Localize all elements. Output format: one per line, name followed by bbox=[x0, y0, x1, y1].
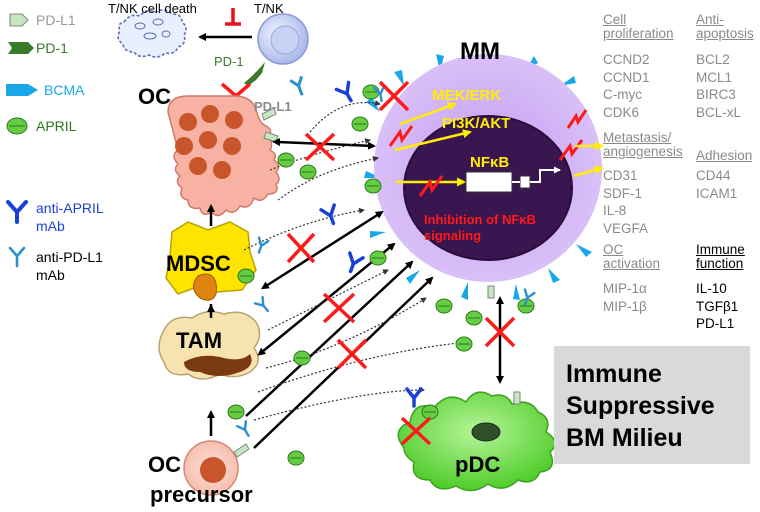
adhesion-title-line-1: Adhesion bbox=[696, 148, 753, 163]
gene-tgfb1: TGFβ1 bbox=[696, 298, 739, 314]
mm-label: MM bbox=[460, 38, 500, 65]
gene-cd31: CD31 bbox=[603, 168, 638, 183]
pd1-label: PD-1 bbox=[214, 54, 244, 69]
tam-label: TAM bbox=[176, 328, 223, 353]
oc-precursor-cell bbox=[183, 440, 250, 496]
cell-proliferation-genes: CCND2 CCND1 C-myc CDK6 bbox=[603, 51, 650, 121]
cell-proliferation-title-line-1: Cell bbox=[603, 12, 627, 27]
gene-mip-1b: MIP-1β bbox=[603, 298, 647, 314]
anti-apoptosis-genes: BCL2 MCL1 BIRC3 BCL-xL bbox=[696, 51, 741, 121]
anti-pdl1-mabs bbox=[235, 85, 536, 437]
gene-c-myc: C-myc bbox=[603, 87, 642, 103]
legend-bcma-label: BCMA bbox=[44, 82, 85, 98]
gene-vegfa: VEGFA bbox=[603, 220, 649, 236]
gene-mip-1a: MIP-1α bbox=[603, 281, 647, 296]
immune-function-title-line-1: Immune bbox=[696, 242, 745, 257]
gene-ccnd2: CCND2 bbox=[603, 52, 650, 67]
anti-apoptosis-title-line-2: apoptosis bbox=[696, 26, 754, 42]
oc-label: OC bbox=[138, 84, 171, 109]
immune-function-genes: IL-10 TGFβ1 PD-L1 bbox=[696, 280, 738, 333]
gene-pd-l1: PD-L1 bbox=[696, 316, 735, 332]
cell-proliferation-title-line-2: proliferation bbox=[603, 26, 674, 42]
oc-precursor-label-2: precursor bbox=[150, 482, 253, 507]
block-x-marks bbox=[286, 80, 516, 446]
gene-cdk6: CDK6 bbox=[603, 104, 640, 120]
tnk-label: T/NK bbox=[254, 1, 284, 16]
pathway-pi3k-akt: PI3K/AKT bbox=[442, 115, 511, 132]
metastasis-title-line-2: angiogenesis bbox=[603, 144, 683, 160]
milieu-line-3: BM Milieu bbox=[566, 424, 683, 452]
adhesion-genes: CD44 ICAM1 bbox=[696, 167, 737, 202]
immune-function-title: Immune function bbox=[696, 242, 745, 272]
metastasis-genes: CD31 SDF-1 IL-8 VEGFA bbox=[603, 167, 648, 237]
pdc-label: pDC bbox=[455, 452, 501, 477]
oc-precursor-label-1: OC bbox=[148, 452, 181, 477]
tnk-death-label: T/NK cell death bbox=[108, 1, 197, 16]
anti-apoptosis-title-line-1: Anti- bbox=[696, 12, 724, 27]
anti-april-mabs bbox=[319, 80, 423, 408]
gene-il-8: IL-8 bbox=[603, 203, 627, 219]
legend-anti-pdl1-label-1: anti-PD-L1 bbox=[36, 249, 103, 265]
gene-ccnd1: CCND1 bbox=[603, 69, 650, 85]
pd-1-legend-icon bbox=[8, 42, 34, 54]
nfkb-label: NFκB bbox=[470, 154, 510, 171]
tnk-cell bbox=[257, 13, 309, 65]
metastasis-title-line-1: Metastasis/ bbox=[603, 130, 672, 145]
pd1-receptor bbox=[244, 62, 265, 86]
oc-activation-title: OC activation bbox=[603, 242, 661, 272]
gene-icam1: ICAM1 bbox=[696, 185, 738, 201]
anti-apoptosis-title: Anti- apoptosis bbox=[696, 12, 754, 42]
mdsc-cell bbox=[165, 221, 257, 301]
cell-proliferation-title: Cell proliferation bbox=[603, 12, 674, 42]
gene-bcl-xl: BCL-xL bbox=[696, 104, 742, 120]
oc-activation-genes: MIP-1α MIP-1β bbox=[603, 280, 647, 315]
oc-cell bbox=[167, 95, 280, 217]
legend-pd-1-label: PD-1 bbox=[36, 40, 68, 56]
gene-bcl2: BCL2 bbox=[696, 52, 730, 67]
nfkb-inhibition-label-2: signaling bbox=[424, 228, 482, 243]
pd1-inhibition-mark bbox=[225, 8, 241, 26]
legend-april-label: APRIL bbox=[36, 118, 77, 134]
gene-birc3: BIRC3 bbox=[696, 87, 736, 103]
gene-il-10: IL-10 bbox=[696, 281, 727, 296]
pd-l1-legend-icon bbox=[9, 13, 29, 27]
adhesion-title: Adhesion bbox=[696, 148, 753, 163]
april-molecules bbox=[227, 84, 535, 466]
oc-activation-title-line-1: OC bbox=[603, 242, 624, 257]
immune-function-title-line-2: function bbox=[696, 256, 744, 272]
tam-cell bbox=[158, 311, 261, 380]
mdsc-label: MDSC bbox=[166, 251, 231, 276]
bcma-legend-icon bbox=[6, 84, 38, 96]
legend-anti-april-label-1: anti-APRIL bbox=[36, 200, 104, 216]
legend-anti-pdl1-label-2: mAb bbox=[36, 267, 65, 283]
pathway-mek-erk: MEK/ERK bbox=[432, 87, 502, 104]
april-legend-icon bbox=[6, 117, 28, 135]
milieu-line-1: Immune bbox=[566, 360, 662, 388]
gene-cd44: CD44 bbox=[696, 168, 731, 183]
anti-pdl1-legend-icon bbox=[8, 246, 26, 268]
milieu-text: Immune Suppressive BM Milieu bbox=[566, 358, 715, 454]
anti-april-legend-icon bbox=[6, 200, 28, 224]
metastasis-title: Metastasis/ angiogenesis bbox=[603, 130, 683, 160]
oc-activation-title-line-2: activation bbox=[603, 256, 661, 272]
gene-sdf-1: SDF-1 bbox=[603, 185, 643, 201]
nfkb-inhibition-label-1: Inhibition of NFκB bbox=[424, 212, 536, 227]
tnk-dead-cell bbox=[117, 9, 187, 58]
mm-cell bbox=[364, 54, 604, 300]
milieu-line-2: Suppressive bbox=[566, 392, 715, 420]
tnk-anti-pdl1-mab bbox=[289, 75, 304, 96]
pdl1-label: PD-L1 bbox=[254, 99, 292, 114]
legend-pd-l1-label: PD-L1 bbox=[36, 12, 76, 28]
gene-mcl1: MCL1 bbox=[696, 69, 733, 85]
legend-anti-april-label-2: mAb bbox=[36, 218, 65, 234]
milieu-box bbox=[554, 346, 750, 464]
